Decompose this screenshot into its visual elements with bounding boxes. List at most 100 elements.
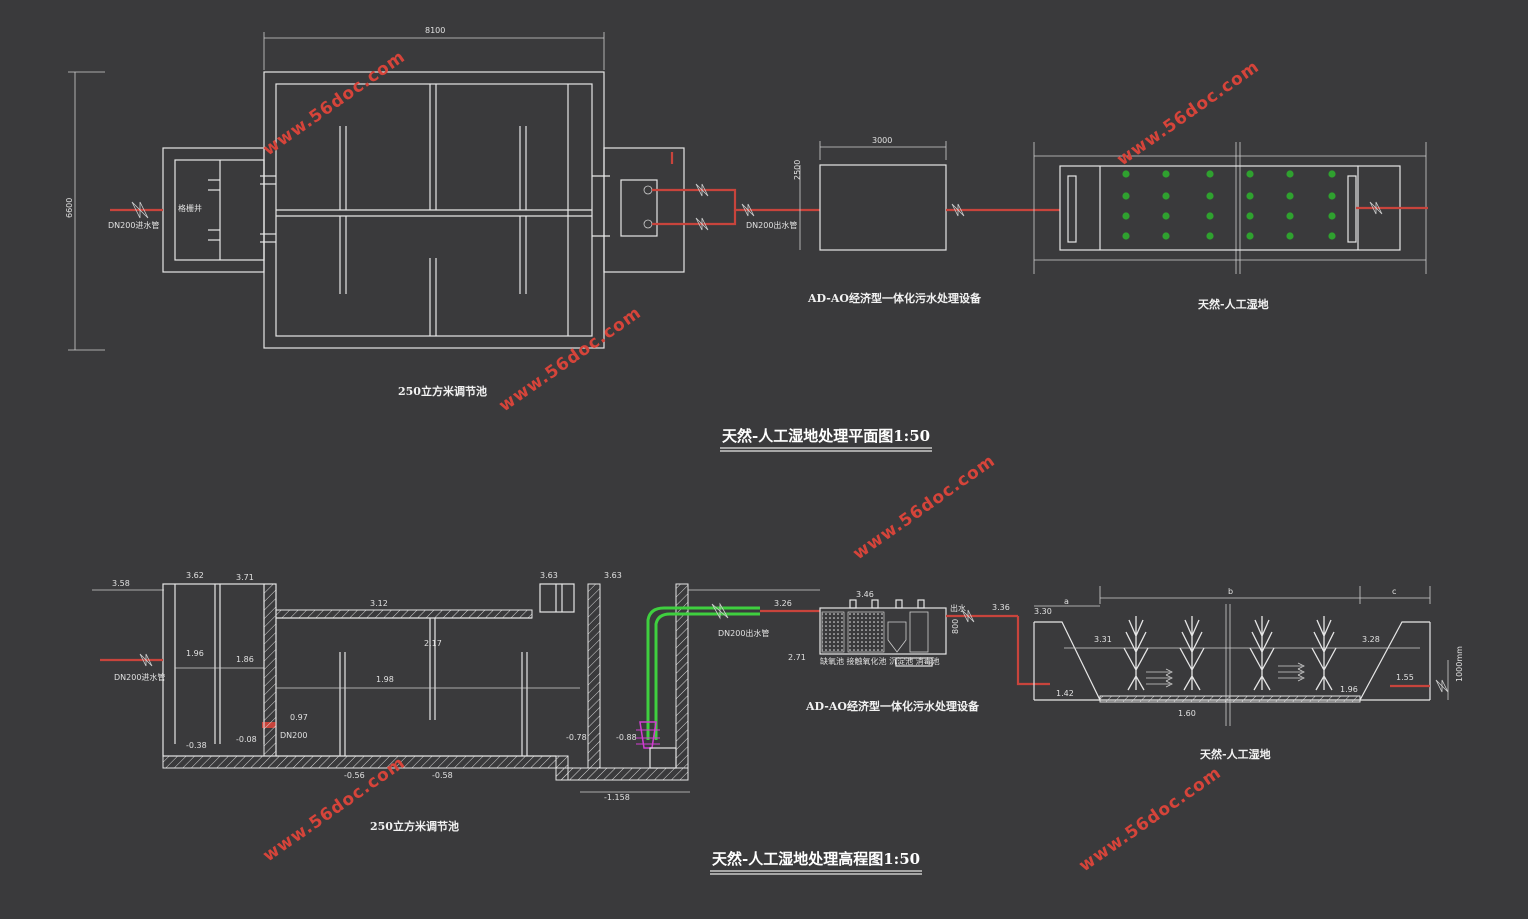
plant-dot: [1246, 170, 1254, 178]
sec-elev-equip-out: 3.36: [992, 603, 1010, 612]
plan-dim-equip-h: 2500: [793, 160, 802, 180]
sec-elev-low1: -0.38: [186, 741, 207, 750]
plan-equipment: 3000 2500: [793, 136, 947, 251]
sec-dim-c: c: [1392, 587, 1396, 596]
sec-elev-mid1: 1.98: [376, 675, 394, 684]
sec-elev-inner2: 1.86: [236, 655, 254, 664]
sec-elev-bottom2: -0.58: [432, 771, 453, 780]
sec-elev-top4: 3.63: [604, 571, 622, 580]
sec-elev-wet-bottom: 1.60: [1178, 709, 1196, 718]
plant-dot: [1122, 232, 1130, 240]
plan-dim-equip-w: 3000: [872, 136, 892, 145]
sec-wetland: a b c 1000mm 3.31 3.28 1.96 1.55 1.60: [1033, 586, 1464, 726]
sec-dim-a: a: [1064, 597, 1069, 606]
plan-outlet-pipe-1: [652, 188, 820, 212]
plant-dot: [1162, 212, 1170, 220]
sec-elev-top3: 3.63: [540, 571, 558, 580]
reed-plant: [1179, 616, 1205, 691]
watermark-5: www.56doc.com: [259, 753, 409, 866]
sec-elev-top1: 3.62: [186, 571, 204, 580]
plant-dot: [1206, 232, 1214, 240]
plan-wetland: [1033, 142, 1428, 274]
plant-dot: [1246, 232, 1254, 240]
reed-plants: [1123, 616, 1337, 691]
plan-tank-label: 250立方米调节池: [398, 384, 487, 398]
plant-dot: [1162, 170, 1170, 178]
inlet-valve-icon: [131, 201, 149, 219]
sec-elev-sump: -0.78: [566, 733, 587, 742]
plan-equipment-label: AD-AO经济型一体化污水处理设备: [807, 291, 982, 305]
sec-elev-bottom1: -0.56: [344, 771, 365, 780]
sec-inlet-label: DN200进水管: [114, 672, 165, 682]
sec-elev-ground: 3.58: [112, 579, 130, 588]
sec-dim-b: b: [1228, 587, 1233, 596]
watermarks: www.56doc.com www.56doc.com www.56doc.co…: [259, 47, 1263, 876]
plant-dot: [1328, 212, 1336, 220]
sec-equip-out-label: 出水: [950, 603, 966, 613]
plant-dot: [1206, 170, 1214, 178]
sec-elev-pipe: 0.97: [290, 713, 308, 722]
plan-dim-width: 8100: [425, 26, 445, 35]
plant-dot: [1328, 232, 1336, 240]
pump-room: [603, 147, 685, 273]
plant-dot: [1286, 192, 1294, 200]
plant-dot: [1206, 212, 1214, 220]
plant-dot: [1286, 232, 1294, 240]
plant-dot: [1286, 212, 1294, 220]
sec-tank-label: 250立方米调节池: [370, 819, 459, 833]
sec-elev-roof: 3.12: [370, 599, 388, 608]
watermark-1: www.56doc.com: [259, 47, 409, 160]
sec-outlet-label: DN200出水管: [718, 628, 769, 638]
sec-elev-wet-top1: 3.31: [1094, 635, 1112, 644]
plan-title: 天然-人工湿地处理平面图1:50: [722, 427, 930, 445]
sec-equipment: 3.46 出水 800 缺氧池 接触氧化池 沉淀池 消毒池: [819, 590, 966, 667]
sec-elev-wet-out: 1.55: [1396, 673, 1414, 682]
sec-elev-low2: -0.08: [236, 735, 257, 744]
plant-dot: [1122, 192, 1130, 200]
sec-elev-ground2: 2.71: [788, 653, 806, 662]
plant-dot: [1122, 170, 1130, 178]
plant-dot: [1328, 170, 1336, 178]
plant-dot: [1122, 212, 1130, 220]
flow-arrows: [1146, 662, 1305, 688]
sec-elev-sump-bottom: -1.158: [604, 793, 630, 802]
watermark-2: www.56doc.com: [1113, 57, 1263, 170]
watermark-6: www.56doc.com: [1075, 763, 1225, 876]
sec-elev-wet-top2: 3.28: [1362, 635, 1380, 644]
sec-elev-equip-top: 3.46: [856, 590, 874, 599]
plan-view: 8100 6600: [65, 26, 1428, 452]
riser-pipe: [646, 606, 760, 740]
sec-dn-label: DN200: [280, 731, 307, 740]
sec-dim-equip-h: 800: [951, 619, 960, 634]
sec-elev-top2: 3.71: [236, 573, 254, 582]
plant-dot: [1206, 192, 1214, 200]
sec-dim-depth: 1000mm: [1455, 646, 1464, 682]
sec-elev-equip-in: 3.26: [774, 599, 792, 608]
section-view: 3.58 3.62 3.71 3.63 3.63 1.96 1.86 -0.38…: [92, 571, 1464, 875]
plant-grid: [1122, 170, 1336, 240]
sec-equip-zones: 缺氧池 接触氧化池 沉淀池 消毒池: [820, 656, 940, 666]
watermark-4: www.56doc.com: [849, 451, 999, 564]
plan-outlet-label: DN200出水管: [746, 220, 797, 230]
plant-dot: [1246, 192, 1254, 200]
plan-inlet-label: DN200进水管: [108, 220, 159, 230]
sec-elev-inner1: 1.96: [186, 649, 204, 658]
plan-dim-height: 6600: [65, 198, 74, 218]
sec-elev-mid2: 2.17: [424, 639, 442, 648]
plan-wetland-label: 天然-人工湿地: [1198, 297, 1269, 311]
sec-elev-pump: -0.88: [616, 733, 637, 742]
sec-elev-wet-in: 3.30: [1034, 607, 1052, 616]
sec-equipment-label: AD-AO经济型一体化污水处理设备: [805, 699, 980, 713]
dimension-width: 8100: [263, 26, 605, 70]
plant-dot: [1246, 212, 1254, 220]
sec-wetland-label: 天然-人工湿地: [1200, 747, 1271, 761]
sec-title: 天然-人工湿地处理高程图1:50: [712, 850, 920, 868]
reed-plant: [1249, 616, 1275, 691]
plant-dot: [1162, 232, 1170, 240]
sec-elev-wet-in2: 1.42: [1056, 689, 1074, 698]
plant-dot: [1286, 170, 1294, 178]
reed-plant: [1123, 616, 1149, 691]
sec-elev-wet-water: 1.96: [1340, 685, 1358, 694]
watermark-3: www.56doc.com: [495, 303, 645, 416]
